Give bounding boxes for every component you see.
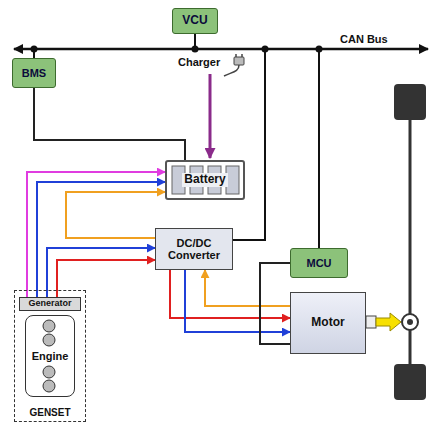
battery-cell (226, 166, 239, 194)
differential-hub (402, 314, 418, 330)
power-wire (170, 270, 290, 318)
bms-board: BMS (12, 58, 56, 88)
hub-center (407, 319, 413, 325)
mcu-board: MCU (290, 248, 348, 278)
node-text: Engine (30, 350, 71, 362)
genset-group: GeneratorEngineGENSET (14, 290, 86, 422)
power-wire (27, 172, 165, 297)
node-text: VCU (182, 14, 207, 27)
power-wire (66, 192, 165, 238)
can-bus-line (14, 48, 428, 51)
bus-junction (316, 46, 323, 53)
node-text: BMS (22, 67, 46, 79)
node-text: Battery (182, 173, 227, 186)
charger-label: Charger (176, 56, 222, 69)
vcu-board: VCU (172, 8, 218, 34)
power-wire (34, 88, 185, 160)
charger-cable (224, 65, 239, 76)
wheel (394, 84, 426, 120)
power-wire (205, 270, 290, 306)
charger-plug-pin (235, 54, 237, 57)
battery-pack: Battery (165, 160, 245, 200)
converter-box: DC/DC Converter (155, 228, 233, 270)
node-text: MCU (306, 257, 331, 269)
engine-cylinder (43, 334, 55, 346)
motor-box: Motor (290, 292, 366, 354)
charger-arrow (209, 74, 212, 158)
power-wire (57, 260, 155, 297)
engine-cylinder (43, 380, 55, 392)
node-text: DC/DC Converter (156, 237, 232, 261)
engine-block: Engine (25, 315, 75, 397)
bus-junction (262, 46, 269, 53)
engine-cylinder (43, 320, 55, 332)
power-wire (37, 182, 165, 297)
power-wire (185, 270, 290, 332)
charger-plug-pin (241, 54, 243, 57)
power-wire (260, 263, 290, 344)
generator-box: Generator (19, 297, 81, 311)
bus-drop (318, 49, 320, 248)
node-text: Generator (26, 299, 73, 309)
bus-drop (227, 49, 265, 240)
drive-arrow (376, 313, 401, 331)
bus-junction (192, 46, 199, 53)
wheel (394, 364, 426, 400)
engine-cylinder (43, 366, 55, 378)
bus-junction (31, 46, 38, 53)
charger-plug-icon (234, 57, 244, 65)
node-text: Motor (311, 316, 344, 329)
node-text: GENSET (29, 407, 70, 418)
bus-label: CAN Bus (338, 33, 390, 46)
motor-shaft (366, 316, 376, 328)
